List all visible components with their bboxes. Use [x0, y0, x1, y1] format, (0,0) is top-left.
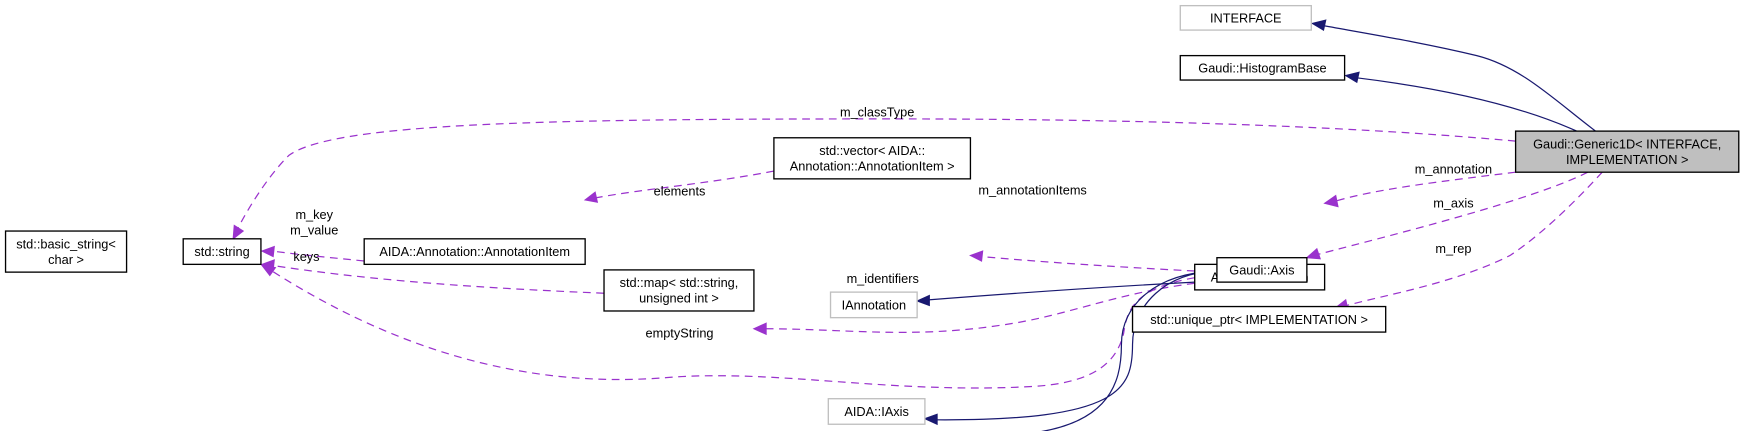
node-label: char > [48, 252, 84, 267]
node-box [1131, 305, 1387, 333]
label-elements: elements [654, 184, 706, 199]
edge-keys [271, 264, 605, 294]
node-vector[interactable]: std::vector< AIDA::Annotation::Annotatio… [773, 137, 972, 180]
node-box [1179, 54, 1346, 81]
node-label: unsigned int > [639, 291, 719, 306]
edge-labels: m_classType m_annotation m_axis m_rep el… [290, 105, 1492, 341]
node-box [827, 398, 926, 425]
arrowhead [583, 191, 599, 203]
node-string[interactable]: std::string [182, 238, 262, 266]
arrowhead [969, 250, 984, 262]
label-m_axis: m_axis [1433, 196, 1473, 211]
edge-generic1d-interface [1323, 25, 1596, 132]
label-m_rep: m_rep [1435, 241, 1471, 256]
arrowhead [1323, 194, 1339, 208]
label-m_value: m_value [290, 222, 338, 237]
label-m_classType: m_classType [840, 105, 914, 120]
edge-elements [596, 170, 775, 199]
node-label: IMPLEMENTATION > [1566, 152, 1688, 167]
arrowhead [752, 322, 767, 336]
node-iannotation[interactable]: IAnnotation [829, 291, 918, 319]
edges [232, 19, 1603, 431]
arrowhead [923, 413, 938, 426]
label-m_annotationItems: m_annotationItems [978, 182, 1086, 197]
arrowhead [232, 224, 245, 241]
node-box [363, 238, 586, 266]
node-generic1d[interactable]: Gaudi::Generic1D< INTERFACE,IMPLEMENTATI… [1514, 130, 1740, 173]
node-box [182, 238, 262, 266]
nodes: INTERFACEGaudi::HistogramBaseGaudi::Gene… [4, 4, 1740, 425]
edge-m_axis [1317, 171, 1589, 255]
arrowhead [260, 264, 277, 277]
edge-m_classType [235, 118, 1516, 232]
node-label: INTERFACE [1210, 10, 1282, 25]
arrowhead [260, 245, 275, 258]
label-m_identifiers: m_identifiers [847, 271, 919, 286]
node-basic-string[interactable]: std::basic_string<char > [4, 230, 128, 273]
arrowhead [1310, 19, 1327, 31]
node-map[interactable]: std::map< std::string,unsigned int > [603, 269, 755, 312]
arrowhead [1305, 247, 1321, 260]
edge-axis-iaxis [936, 270, 1217, 431]
edge-emptyString [271, 270, 1195, 389]
node-label: std::unique_ptr< IMPLEMENTATION > [1150, 312, 1368, 327]
edge-m_identifiers [765, 282, 1195, 333]
node-box [1216, 257, 1308, 283]
node-interface[interactable]: INTERFACE [1179, 4, 1312, 31]
label-m_key: m_key [295, 207, 333, 222]
node-label: AIDA::IAxis [844, 404, 908, 419]
edge-annotation-iannotation [928, 281, 1195, 301]
node-unique-ptr[interactable]: std::unique_ptr< IMPLEMENTATION > [1131, 305, 1387, 333]
edge-m_rep [1346, 171, 1603, 307]
node-iaxis[interactable]: AIDA::IAxis [827, 398, 926, 425]
node-label: std::vector< AIDA:: [819, 143, 925, 158]
node-label: IAnnotation [842, 297, 907, 312]
node-label: Annotation::AnnotationItem > [790, 159, 955, 174]
edge-m_annotationItems [981, 255, 1195, 272]
node-label: Gaudi::Axis [1229, 262, 1294, 277]
node-box [1514, 130, 1740, 173]
node-label: std::string [194, 244, 249, 259]
node-box [603, 269, 755, 312]
node-label: Gaudi::Generic1D< INTERFACE, [1533, 136, 1721, 151]
node-label: Gaudi::HistogramBase [1198, 60, 1326, 75]
node-label: std::map< std::string, [620, 275, 739, 290]
node-label: AIDA::Annotation::AnnotationItem [379, 244, 570, 259]
node-label: std::basic_string< [16, 236, 116, 251]
node-box [829, 291, 918, 319]
edge-m_key-m_value [271, 250, 365, 262]
node-box [1179, 4, 1312, 31]
arrowhead [1344, 71, 1360, 84]
label-emptyString: emptyString [646, 326, 714, 341]
label-keys: keys [293, 249, 319, 264]
node-box [773, 137, 972, 180]
arrowhead [915, 294, 930, 307]
edge-generic1d-histogrambase [1356, 77, 1577, 132]
node-axis[interactable]: Gaudi::Axis [1216, 257, 1308, 283]
label-m_annotation: m_annotation [1415, 161, 1492, 176]
node-box [4, 230, 128, 273]
node-histogram-base[interactable]: Gaudi::HistogramBase [1179, 54, 1346, 81]
edge-m_annotation [1335, 171, 1516, 202]
node-annotation-item[interactable]: AIDA::Annotation::AnnotationItem [363, 238, 586, 266]
